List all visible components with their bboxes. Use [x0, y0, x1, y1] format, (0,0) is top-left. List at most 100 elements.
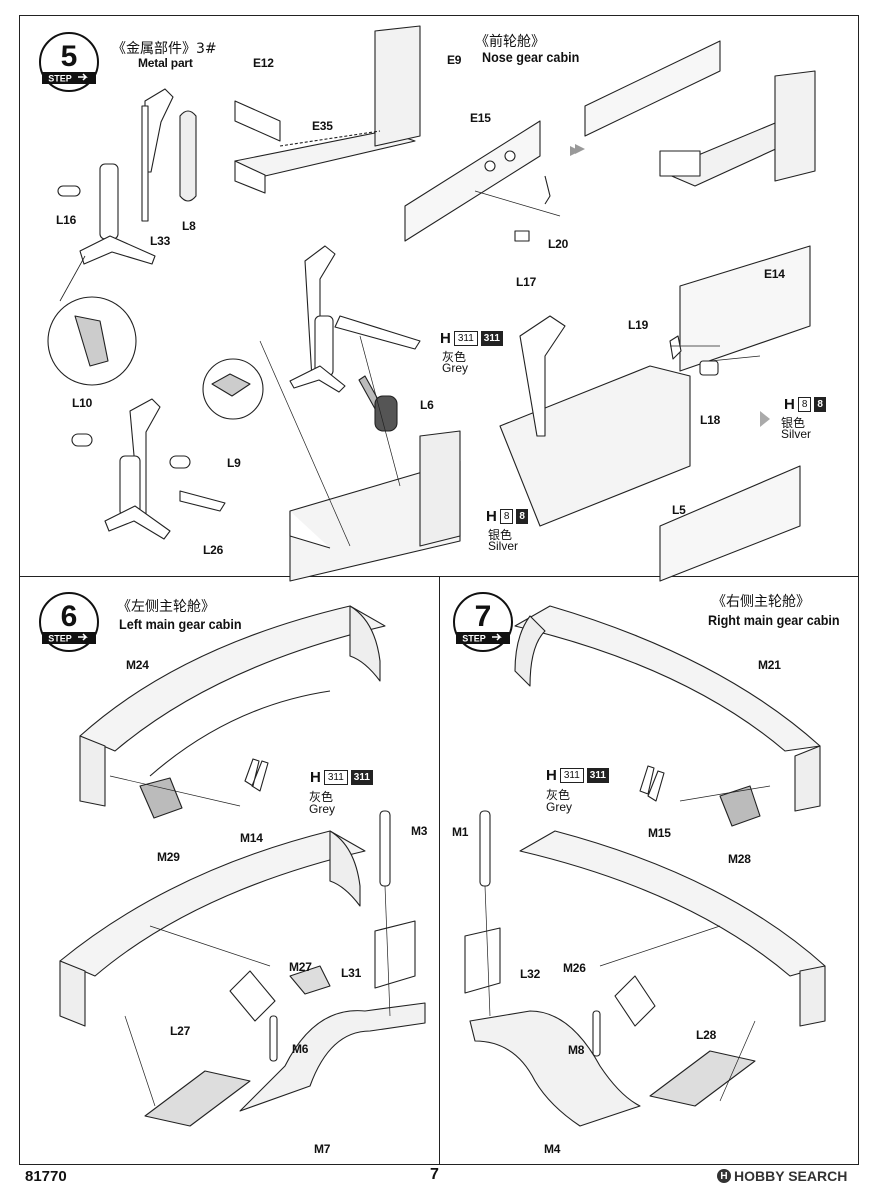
part-label: M21 [758, 658, 781, 672]
paint-name-cn: 灰色 [442, 350, 467, 364]
part-label: L17 [516, 275, 537, 289]
left-cabin-title-en: Left main gear cabin [119, 616, 242, 632]
paint-prefix: H [546, 767, 557, 784]
step-5-word: STEP [48, 74, 72, 84]
paint-code-dark: 8 [814, 397, 826, 412]
drawing-left-struts [244, 758, 391, 1062]
part-label: M28 [728, 852, 751, 866]
paint-prefix: H [310, 769, 321, 786]
part-label: L6 [420, 398, 434, 412]
paint-callout-silver-right: H 8 8 [784, 396, 826, 413]
drawing-nose-cabin-left [234, 25, 421, 194]
part-label: L9 [227, 456, 241, 470]
part-label: L20 [548, 237, 569, 251]
drawing-left-cabin-bottom [59, 830, 426, 1127]
part-label: E14 [764, 267, 785, 281]
drawing-left-cabin-top [79, 605, 386, 819]
page-number: 7 [430, 1166, 439, 1183]
watermark-text: HOBBY SEARCH [734, 1168, 848, 1184]
drawing-nose-strut-center [289, 245, 421, 432]
step-6-number: 6 [61, 600, 78, 633]
part-label: L27 [170, 1024, 191, 1038]
part-label: L10 [72, 396, 93, 410]
instruction-sheet: 5 STEP 《金属部件》3# Metal part 《前轮舱》 Nose ge… [19, 15, 859, 1165]
paint-code: 311 [453, 331, 478, 346]
drawing-nose-cabin-assembled-right [499, 245, 811, 582]
nose-cabin-title-cn: 《前轮舱》 [475, 34, 545, 50]
part-label: L31 [341, 966, 362, 980]
paint-name-en: Silver [781, 427, 812, 441]
section-divider-vertical [439, 576, 440, 1164]
part-label: M4 [544, 1142, 561, 1156]
watermark: H HOBBY SEARCH [717, 1168, 847, 1184]
part-label: M3 [411, 824, 428, 838]
drawing-right-cabin-top [514, 605, 821, 827]
paint-callout-grey-step7: H 311 311 [546, 767, 609, 784]
drawing-right-cabin-bottom [464, 830, 826, 1127]
step-5-number: 5 [61, 40, 78, 73]
left-cabin-title-cn: 《左侧主轮舱》 [117, 599, 215, 615]
paint-name-cn: 灰色 [309, 790, 334, 804]
part-label: M27 [289, 960, 312, 974]
paint-prefix: H [440, 330, 451, 347]
paint-code-dark: 8 [516, 509, 528, 524]
part-label: M6 [292, 1042, 309, 1056]
part-label: L26 [203, 543, 224, 557]
part-label: L5 [672, 503, 686, 517]
paint-code-dark: 311 [586, 768, 609, 783]
part-label: M24 [126, 658, 149, 672]
part-label: L16 [56, 213, 77, 227]
paint-name-en: Grey [442, 361, 469, 375]
assembly-drawings [47, 25, 826, 1127]
paint-code-dark: 311 [480, 331, 503, 346]
paint-prefix: H [784, 396, 795, 413]
part-label: M29 [157, 850, 180, 864]
step-7-badge: 7 STEP [453, 592, 513, 652]
part-label: E15 [470, 111, 491, 125]
part-label: L19 [628, 318, 649, 332]
drawing-strut-l33 [57, 88, 197, 265]
step-6-badge: 6 STEP [39, 592, 99, 652]
part-label: E9 [447, 53, 462, 67]
paint-code: 311 [323, 770, 348, 785]
paint-name-en: Silver [488, 539, 519, 553]
part-label: L8 [182, 219, 196, 233]
paint-code-dark: 311 [350, 770, 373, 785]
right-cabin-title-en: Right main gear cabin [708, 612, 840, 628]
part-label: M7 [314, 1142, 331, 1156]
paint-name-cn: 银色 [781, 416, 806, 430]
part-label: M26 [563, 961, 586, 975]
drawing-right-struts [479, 765, 665, 1057]
kit-number: 81770 [25, 1168, 67, 1185]
step-7-word: STEP [462, 634, 486, 644]
part-label: M8 [568, 1043, 585, 1057]
paint-code: 8 [797, 397, 812, 412]
paint-code: 8 [499, 509, 514, 524]
part-label: L18 [700, 413, 721, 427]
step-7-number: 7 [475, 600, 492, 633]
paint-name-en: Grey [546, 800, 573, 814]
paint-callout-grey-step5: H 311 311 [440, 330, 503, 347]
drawing-strut-l10 [71, 398, 226, 540]
part-label: E12 [253, 56, 274, 70]
paint-name-cn: 银色 [488, 528, 513, 542]
right-cabin-title-cn: 《右侧主轮舱》 [712, 594, 810, 610]
part-label: M14 [240, 831, 263, 845]
step-6-word: STEP [48, 634, 72, 644]
drawing-nose-cabin-right [584, 40, 816, 187]
part-label: M1 [452, 825, 469, 839]
part-label: M15 [648, 826, 671, 840]
paint-callout-silver-center: H 8 8 [486, 508, 528, 525]
plane-icon [78, 633, 88, 641]
part-label: E35 [312, 119, 333, 133]
paint-name-cn: 灰色 [546, 788, 571, 802]
step-5-badge: 5 STEP [39, 32, 99, 92]
paint-name-en: Grey [309, 802, 336, 816]
part-label: L28 [696, 1028, 717, 1042]
plane-icon [78, 73, 88, 81]
nose-cabin-title-en: Nose gear cabin [482, 49, 580, 65]
hobby-search-logo-icon: H [717, 1169, 731, 1183]
part-label: L33 [150, 234, 171, 248]
metal-part-title-en: Metal part [138, 56, 193, 70]
paint-prefix: H [486, 508, 497, 525]
